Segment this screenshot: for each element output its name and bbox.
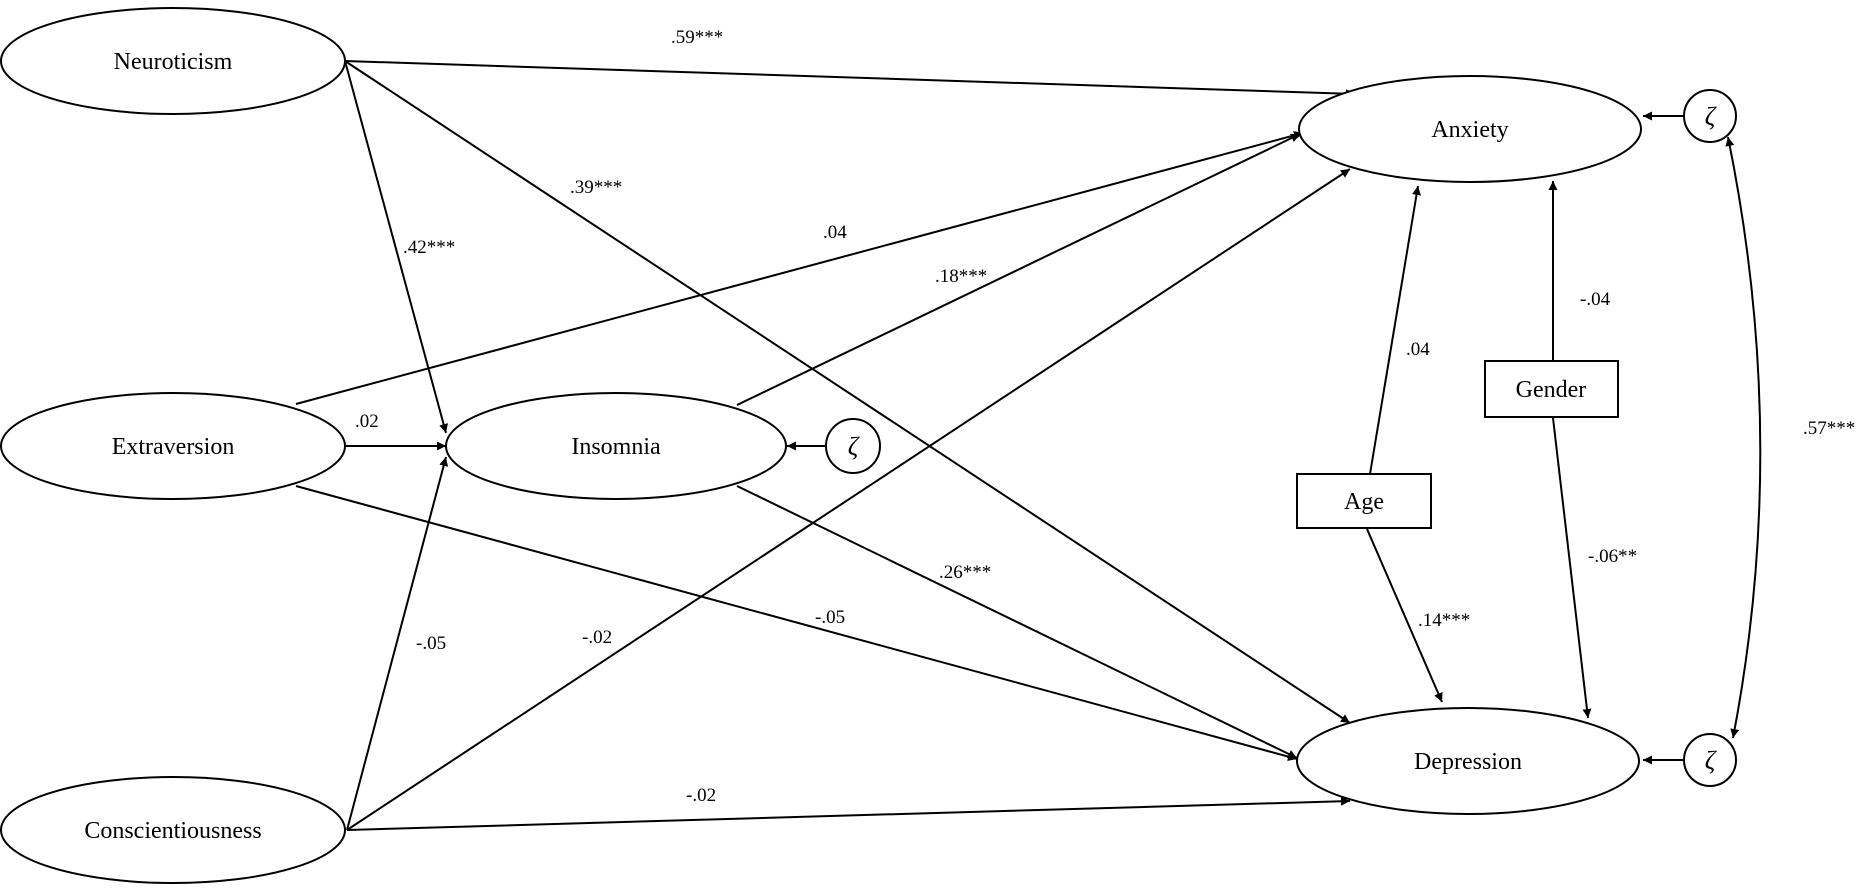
path-extraversion-depression: [295, 485, 1298, 761]
neuroticism-node: [0, 7, 346, 115]
anxiety-disturbance: [1683, 89, 1737, 143]
coef-gender-depression: -.06**: [1588, 546, 1637, 567]
coef-neuroticism-depression: .39***: [570, 177, 622, 198]
neuroticism-label: Neuroticism: [114, 49, 233, 75]
path-neuroticism-insomnia: [344, 60, 448, 434]
path-conscientiousness-depression: [346, 796, 1351, 831]
latent-variables: Neuroticism Extraversion Conscientiousne…: [0, 7, 1642, 884]
insomnia-disturbance-symbol: ζ: [848, 432, 860, 461]
path-neuroticism-anxiety: [344, 60, 1356, 99]
path-insomnia-depression: [736, 485, 1298, 759]
coef-extraversion-anxiety: .04: [823, 222, 847, 243]
coef-conscientiousness-insomnia: -.05: [416, 633, 446, 654]
extraversion-label: Extraversion: [112, 434, 235, 460]
path-age-depression: [1366, 528, 1443, 703]
coef-conscientiousness-anxiety: -.02: [582, 627, 612, 648]
path-conscientiousness-insomnia: [346, 456, 449, 831]
coef-gender-anxiety: -.04: [1580, 289, 1611, 310]
gender-node: [1484, 360, 1619, 418]
depression-disturbance: [1683, 733, 1737, 787]
insomnia-node: [445, 392, 787, 500]
path-gender-depression: [1552, 417, 1592, 719]
covariates: Age Gender: [1296, 360, 1619, 529]
conscientiousness-node: [0, 776, 346, 884]
anxiety-disturbance-symbol: ζ: [1705, 102, 1717, 131]
coef-anxiety-depression-covariance: .57***: [1803, 418, 1855, 439]
path-anxiety-depression-covariance: [1725, 136, 1762, 739]
insomnia-disturbance: [825, 418, 881, 474]
path-insomnia-anxiety: [736, 133, 1301, 406]
insomnia-label: Insomnia: [571, 434, 661, 460]
coef-neuroticism-insomnia: .42***: [403, 237, 455, 258]
age-node: [1296, 473, 1432, 529]
depression-label: Depression: [1414, 749, 1522, 775]
coef-extraversion-depression: -.05: [815, 607, 845, 628]
path-neuroticism-depression: [344, 60, 1351, 724]
gender-label: Gender: [1516, 377, 1587, 403]
coef-conscientiousness-depression: -.02: [686, 785, 716, 806]
path-age-anxiety: [1369, 185, 1421, 475]
coef-age-anxiety: .04: [1406, 339, 1430, 360]
disturbances: ζ ζ ζ: [825, 89, 1737, 787]
anxiety-label: Anxiety: [1431, 117, 1508, 143]
coef-neuroticism-anxiety: .59***: [671, 27, 723, 48]
anxiety-node: [1298, 75, 1642, 183]
depression-node: [1296, 707, 1640, 815]
path-conscientiousness-anxiety: [346, 168, 1351, 831]
coefficients: .59*** .39*** .42*** .04 .02 -.05 .18***…: [355, 27, 1855, 806]
coef-extraversion-insomnia: .02: [355, 411, 379, 432]
depression-disturbance-symbol: ζ: [1705, 746, 1717, 775]
path-extraversion-anxiety: [295, 130, 1304, 405]
paths: [295, 60, 1762, 831]
coef-age-depression: .14***: [1418, 610, 1470, 631]
age-label: Age: [1344, 489, 1384, 515]
extraversion-node: [0, 392, 346, 500]
coef-insomnia-depression: .26***: [939, 562, 991, 583]
conscientiousness-label: Conscientiousness: [84, 818, 261, 844]
coef-insomnia-anxiety: .18***: [935, 266, 987, 287]
